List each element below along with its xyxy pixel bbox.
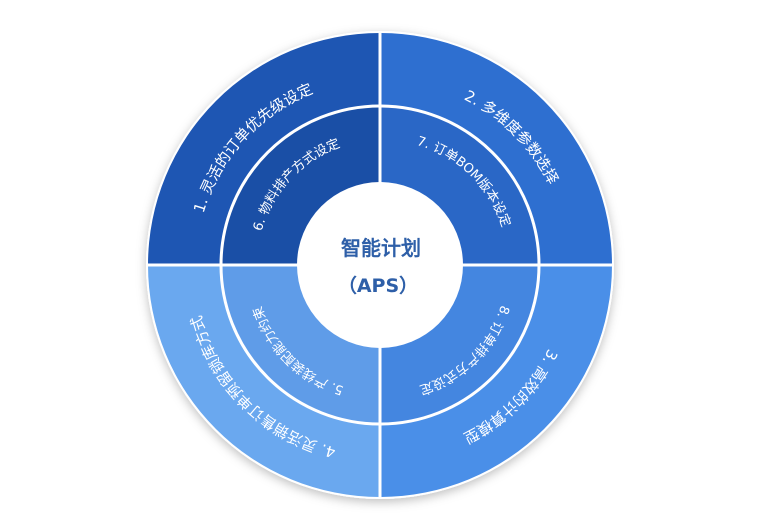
outer-segment-tl <box>148 33 380 265</box>
outer-segment-bl <box>148 265 380 497</box>
inner-segment-tr <box>380 107 538 265</box>
outer-segment-br <box>380 265 612 497</box>
center-title: 智能计划 <box>341 236 421 260</box>
center-circle <box>297 182 463 348</box>
inner-segment-bl <box>222 265 380 423</box>
outer-segment-tr <box>380 33 612 265</box>
center-subtitle: （APS） <box>338 274 418 297</box>
inner-segment-br <box>380 265 538 423</box>
inner-segment-tl <box>222 107 380 265</box>
